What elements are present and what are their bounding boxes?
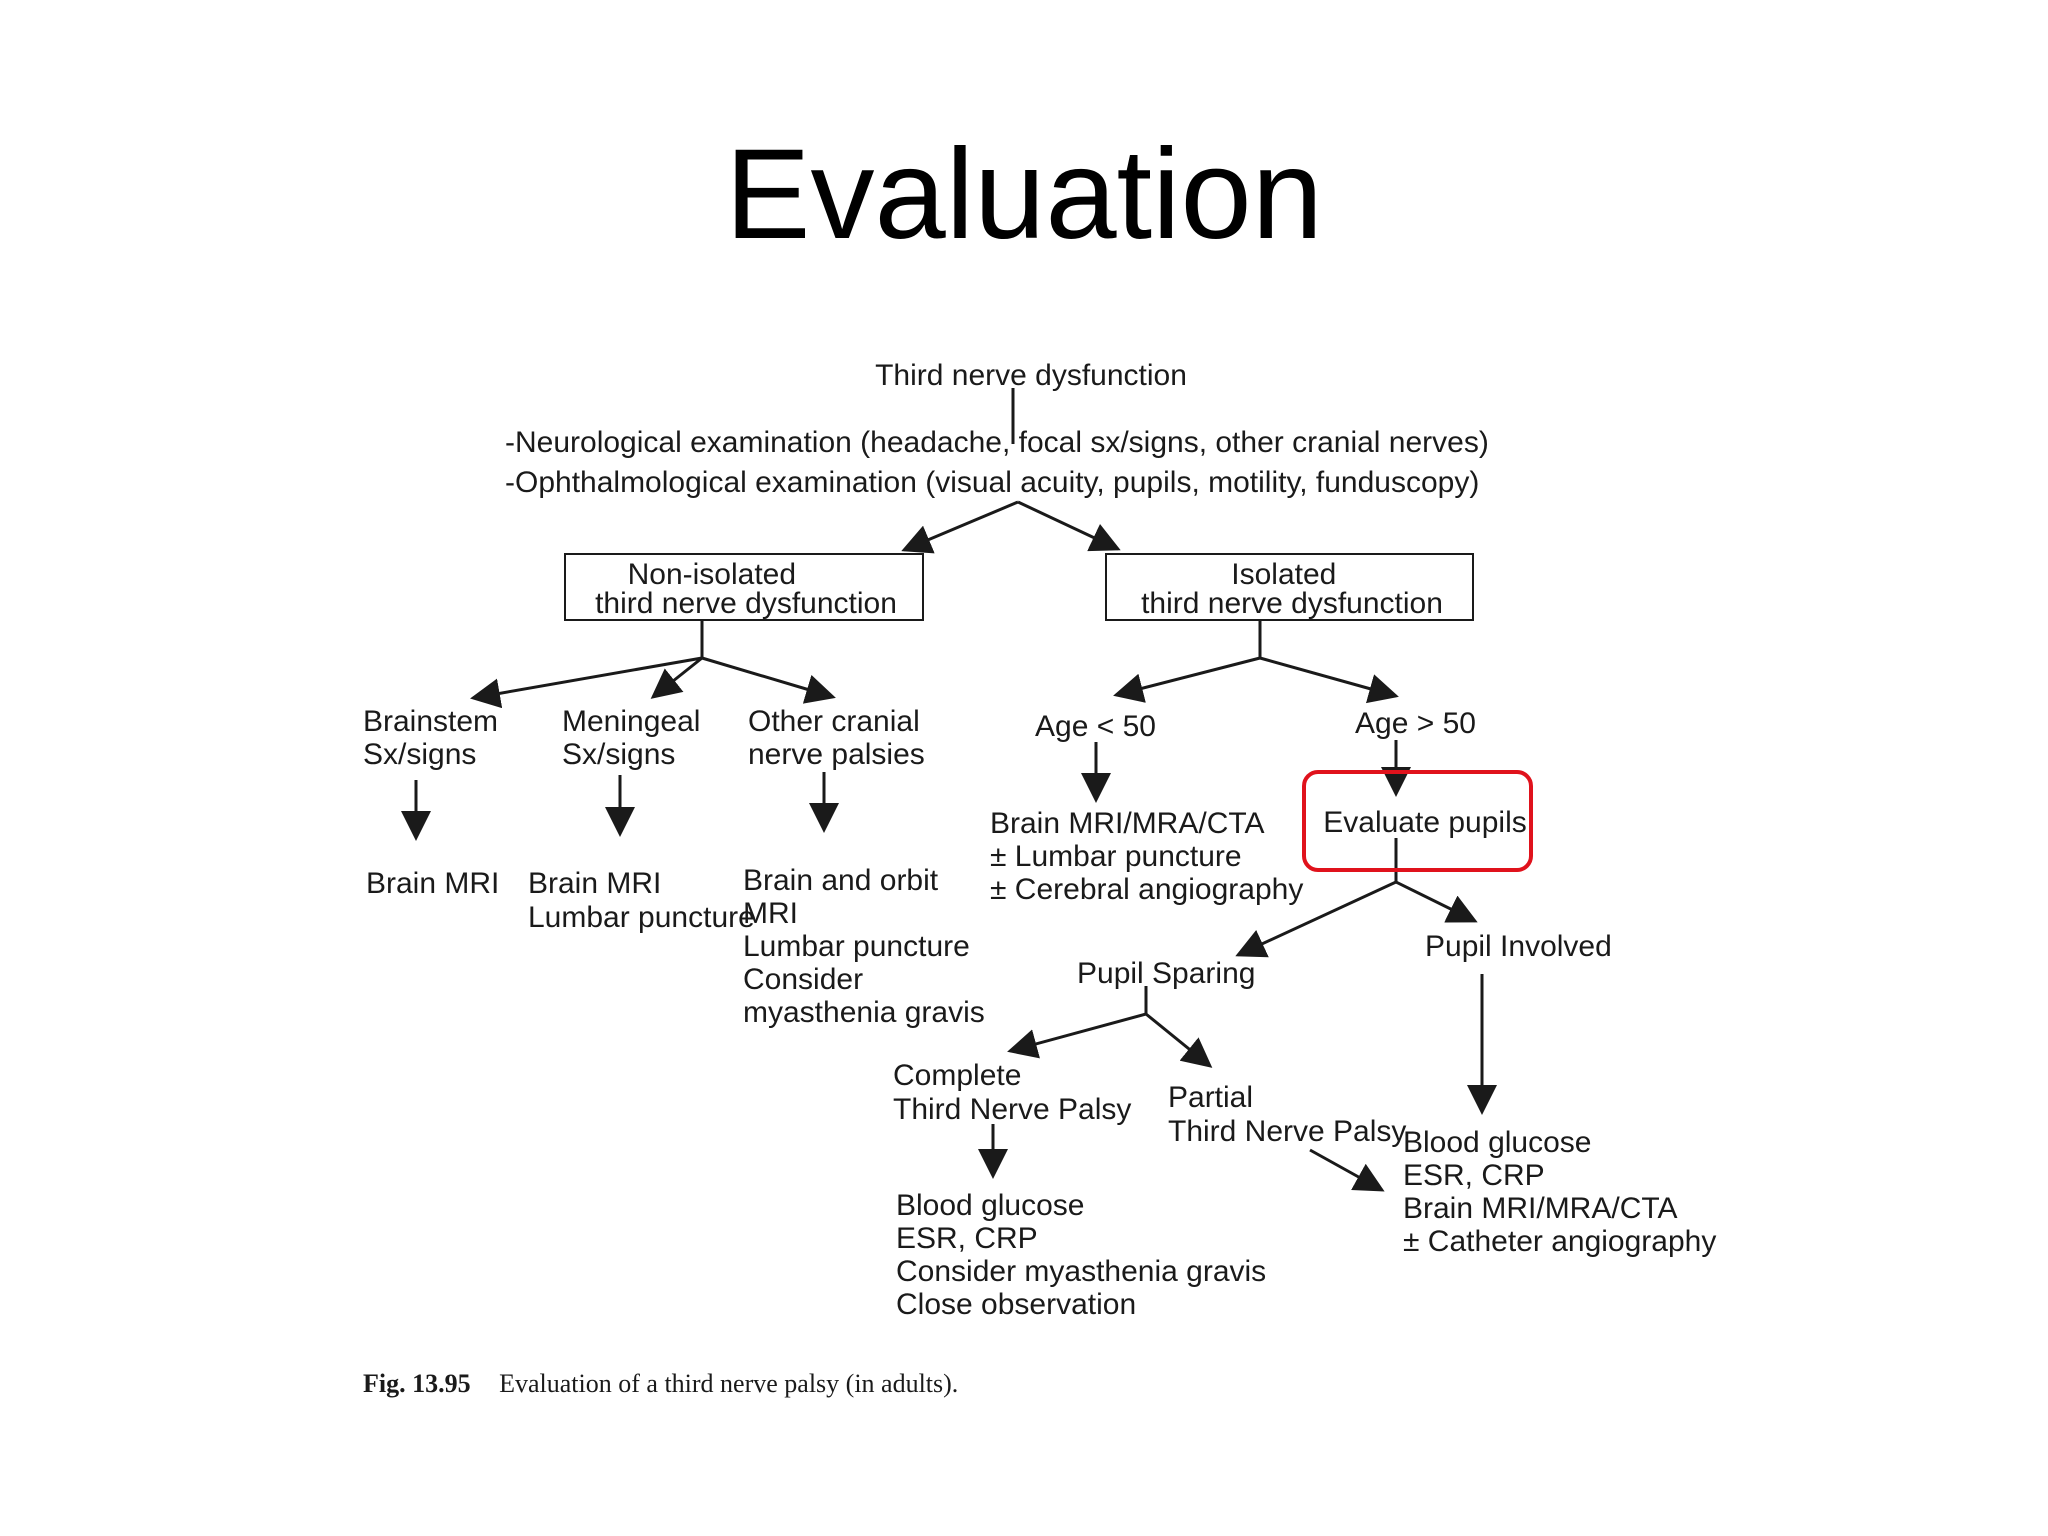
brainstem-node: Brainstem Sx/signs [363, 705, 506, 771]
other-cranial-result: Brain and orbit MRI Lumbar puncture Cons… [743, 864, 985, 1029]
root-node: Third nerve dysfunction [875, 359, 1187, 392]
age-over-node: Age > 50 [1355, 707, 1476, 740]
arrow-to-complete [1007, 1012, 1147, 1059]
highlight-box [1302, 770, 1533, 872]
isolated-label: Isolated third nerve dysfunction [1141, 558, 1443, 620]
slide-title: Evaluation [725, 123, 1323, 266]
age-under-node: Age < 50 [1035, 710, 1156, 743]
meningeal-node: Meningeal Sx/signs [562, 705, 709, 771]
arrow-to-other-cranial [701, 656, 836, 704]
arrow-to-partial [1145, 1012, 1213, 1068]
other-cranial-node: Other cranial nerve palsies [748, 705, 928, 771]
pupil-involved-node: Pupil Involved [1425, 930, 1612, 963]
arrow-to-non-isolated [901, 500, 1019, 554]
arrow-to-age-under [1113, 656, 1261, 703]
arrow-to-meningeal [650, 656, 703, 699]
figure-number: Fig. 13.95 [363, 1369, 471, 1398]
complete-node: Complete Third Nerve Palsy [893, 1059, 1131, 1126]
brainstem-result: Brain MRI [366, 867, 499, 900]
non-isolated-label: Non-isolated third nerve dysfunction [595, 558, 897, 620]
meningeal-result: Brain MRI Lumbar puncture [528, 867, 755, 934]
exam-node: -Neurological examination (headache, foc… [505, 426, 1497, 499]
figure-caption: Fig. 13.95 Evaluation of a third nerve p… [363, 1369, 958, 1398]
figure-caption-text: Evaluation of a third nerve palsy (in ad… [499, 1369, 958, 1398]
age-under-result: Brain MRI/MRA/CTA ± Lumbar puncture ± Ce… [990, 807, 1303, 906]
arrow-to-brainstem [470, 656, 703, 709]
isolated-box [1105, 553, 1474, 621]
arrow-partial-result [1309, 1148, 1385, 1192]
evaluate-pupils-node: Evaluate pupils [1323, 806, 1526, 839]
pupil-sparing-node: Pupil Sparing [1077, 957, 1255, 990]
complete-result: Blood glucose ESR, CRP Consider myasthen… [896, 1189, 1275, 1321]
arrow-to-isolated [1017, 500, 1121, 552]
non-isolated-box [564, 553, 924, 621]
partial-node: Partial Third Nerve Palsy [1168, 1081, 1406, 1148]
arrow-to-pupil-sparing [1235, 880, 1397, 958]
arrow-to-age-over [1259, 656, 1399, 704]
arrow-to-pupil-involved [1395, 880, 1478, 923]
involved-result: Blood glucose ESR, CRP Brain MRI/MRA/CTA… [1403, 1126, 1716, 1258]
